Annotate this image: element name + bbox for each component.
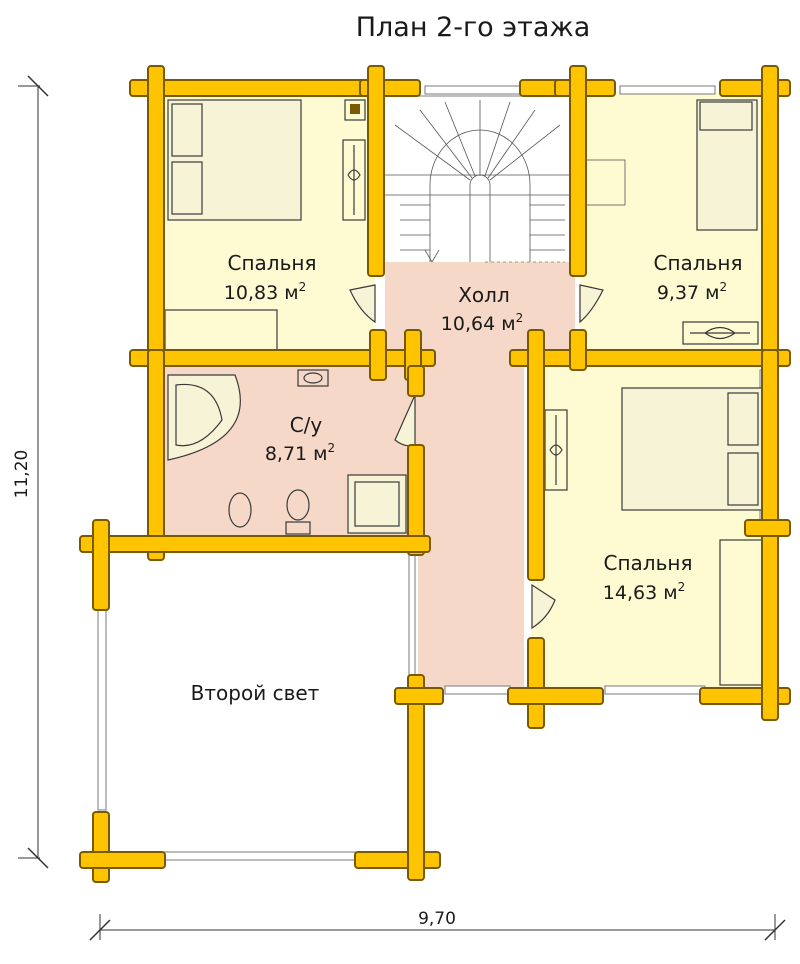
room-label-bedroom-3: Спальня 14,63 м2 bbox=[603, 551, 693, 604]
corridor-glass-wall bbox=[408, 549, 416, 681]
window-bottom-second-light bbox=[159, 851, 356, 861]
room-area: 8,71 м2 bbox=[265, 441, 335, 465]
room-label-bedroom-1: Спальня 10,83 м2 bbox=[224, 251, 317, 304]
window-left-second-light bbox=[97, 609, 107, 811]
dimension-height-label: 11,20 bbox=[12, 450, 32, 499]
log-walls bbox=[79, 65, 791, 883]
plan-title: План 2-го этажа bbox=[356, 12, 591, 43]
bedroom-2-furniture bbox=[682, 99, 759, 345]
bedroom-1-furniture bbox=[164, 99, 366, 355]
room-name: Холл bbox=[458, 283, 510, 307]
window-top-right bbox=[619, 85, 716, 95]
room-label-second-light: Второй свет bbox=[191, 681, 320, 705]
dimension-width: 9,70 bbox=[89, 909, 786, 941]
dimension-width-label: 9,70 bbox=[418, 909, 456, 929]
room-name: Спальня bbox=[604, 551, 693, 575]
window-top-stair bbox=[424, 85, 521, 95]
bathroom-fixtures bbox=[167, 369, 407, 535]
window-bottom-corridor bbox=[444, 685, 511, 695]
room-label-bedroom-2: Спальня 9,37 м2 bbox=[654, 251, 743, 304]
room-label-bathroom: С/у 8,71 м2 bbox=[265, 413, 335, 465]
room-name: С/у bbox=[290, 413, 323, 437]
window-bottom-right bbox=[604, 685, 706, 695]
bedroom-3-furniture bbox=[544, 387, 763, 686]
floor-corridor bbox=[412, 354, 524, 690]
room-area: 14,63 м2 bbox=[603, 580, 685, 604]
room-name: Спальня bbox=[654, 251, 743, 275]
room-label-hall: Холл 10,64 м2 bbox=[441, 283, 523, 335]
dimension-height: 11,20 bbox=[12, 75, 49, 869]
floor-stair bbox=[385, 92, 580, 262]
floor-second-light bbox=[100, 550, 418, 855]
room-area: 10,64 м2 bbox=[441, 311, 523, 335]
room-name: Спальня bbox=[228, 251, 317, 275]
room-area: 10,83 м2 bbox=[224, 280, 306, 304]
room-area: 9,37 м2 bbox=[657, 280, 727, 304]
room-name: Второй свет bbox=[191, 681, 320, 705]
